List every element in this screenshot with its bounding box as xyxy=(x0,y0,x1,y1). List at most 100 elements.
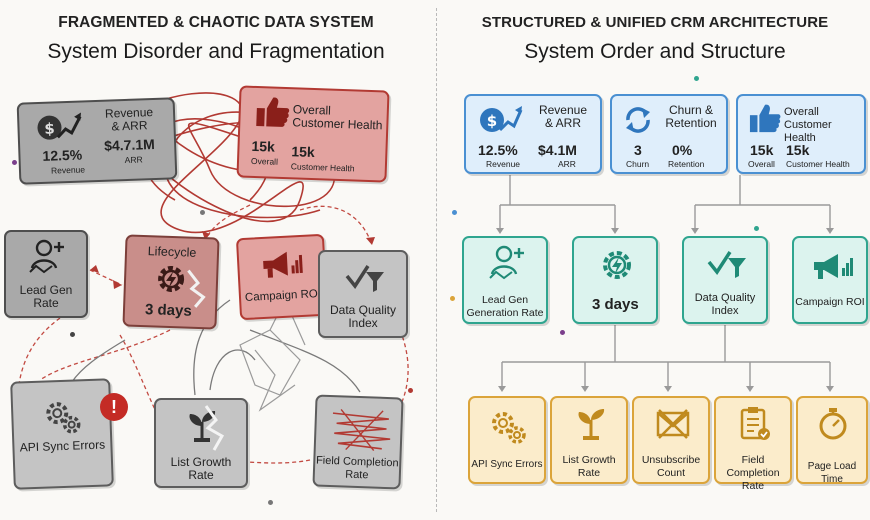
right-churn-v2-label: Retention xyxy=(668,159,705,169)
right-health-v1-label: Overall xyxy=(748,159,775,169)
decor-dot xyxy=(12,160,17,165)
left-health-v2-label: Customer Health xyxy=(290,161,355,174)
left-revenue-amount-label: ARR xyxy=(124,154,143,166)
gears-icon xyxy=(492,412,526,444)
left-panel-chaotic: FRAGMENTED & CHAOTIC DATA SYSTEM System … xyxy=(0,0,432,520)
right-pageload-card: Page Load Time xyxy=(796,396,868,485)
left-heading: FRAGMENTED & CHAOTIC DATA SYSTEM xyxy=(58,14,374,31)
right-revenue-amount: $4.1M xyxy=(538,142,577,158)
decor-dot xyxy=(70,332,75,337)
alert-icon: ! xyxy=(100,393,128,421)
right-tree-connections xyxy=(496,175,834,392)
left-revenue-pct: 12.5% xyxy=(42,146,83,164)
left-health-v2: 15k xyxy=(291,143,316,161)
unsubscribe-icon xyxy=(656,409,690,439)
left-revenue-amount: $4.7.1M xyxy=(103,135,156,154)
left-health-v1: 15k xyxy=(251,137,276,155)
megaphone-icon xyxy=(814,254,853,279)
dollar-growth-icon: $ xyxy=(37,112,82,140)
sprout-icon xyxy=(578,409,605,440)
megaphone-icon xyxy=(263,251,303,278)
decor-dot xyxy=(452,210,457,215)
left-campaign-label: Campaign ROI xyxy=(244,287,322,304)
left-apisync-card: API Sync Errors xyxy=(10,378,114,490)
crack-mark xyxy=(204,405,225,451)
gears-icon xyxy=(46,402,81,434)
left-revenue-pct-label: Revenue xyxy=(50,164,86,176)
right-apisync-label: API Sync Errors xyxy=(471,459,543,470)
right-panel-structured: STRUCTURED & UNIFIED CRM ARCHITECTURE Sy… xyxy=(440,0,870,520)
decor-dot xyxy=(560,330,565,335)
left-revenue-title: Revenue& ARR xyxy=(104,105,154,134)
right-churn-title: Churn &Retention xyxy=(665,103,717,130)
right-health-v2-label: Customer Health xyxy=(786,159,850,169)
right-churn-v2: 0% xyxy=(672,142,693,158)
stopwatch-icon xyxy=(819,408,847,440)
thumbs-up-icon xyxy=(256,97,290,127)
left-subheading: System Disorder and Fragmentation xyxy=(47,40,385,63)
right-churn-card: Churn &Retention 3 Churn 0% Retention xyxy=(610,94,728,174)
right-health-v2: 15k xyxy=(786,142,810,158)
decor-dot xyxy=(408,388,413,393)
decor-dot xyxy=(450,296,455,301)
right-pageload-label: Page Load Time xyxy=(807,461,857,485)
right-revenue-pct: 12.5% xyxy=(478,142,518,158)
right-revenue-amount-label: ARR xyxy=(558,159,576,169)
panel-divider xyxy=(436,8,437,512)
right-lifecycle-card: 3 days xyxy=(572,236,658,324)
svg-text:$: $ xyxy=(44,119,55,137)
checklist-icon xyxy=(740,407,770,440)
right-subheading: System Order and Structure xyxy=(524,40,786,63)
right-campaign-label: Campaign ROI xyxy=(795,296,865,308)
left-lifecycle-title: Lifecycle xyxy=(147,244,197,260)
dollar-growth-icon: $ xyxy=(480,106,523,132)
right-churn-v1-label: Churn xyxy=(626,159,650,169)
decor-dot xyxy=(754,226,759,231)
right-revenue-pct-label: Revenue xyxy=(486,159,521,169)
left-campaign-card: Campaign ROI xyxy=(235,233,329,321)
user-plus-icon xyxy=(29,239,64,274)
thumbs-up-icon xyxy=(749,104,781,133)
left-lifecycle-card: Lifecycle 3 days xyxy=(122,234,220,330)
gear-bolt-icon xyxy=(158,266,185,293)
right-campaign-card: Campaign ROI xyxy=(792,236,868,324)
decor-dot xyxy=(694,76,699,81)
refresh-icon xyxy=(626,107,650,133)
user-plus-icon xyxy=(489,245,524,280)
right-apisync-card: API Sync Errors xyxy=(468,396,546,484)
decor-dot xyxy=(268,500,273,505)
left-apisync-label: API Sync Errors xyxy=(19,437,106,455)
svg-text:$: $ xyxy=(487,112,497,130)
crack-mark xyxy=(187,269,206,308)
right-churn-v1: 3 xyxy=(634,142,642,158)
gear-bolt-icon xyxy=(603,251,631,279)
right-revenue-card: $ Revenue& ARR 12.5% Revenue $4.1M ARR xyxy=(464,94,602,174)
right-heading: STRUCTURED & UNIFIED CRM ARCHITECTURE xyxy=(481,14,829,31)
left-revenue-card: $ Revenue& ARR 12.5% Revenue $4.7.1M ARR xyxy=(16,97,178,185)
left-health-v1-label: Overall xyxy=(250,155,279,167)
right-lifecycle-value: 3 days xyxy=(592,296,639,313)
scribble-mark xyxy=(332,408,391,451)
right-health-v1: 15k xyxy=(750,142,774,158)
check-filter-icon xyxy=(707,251,746,278)
